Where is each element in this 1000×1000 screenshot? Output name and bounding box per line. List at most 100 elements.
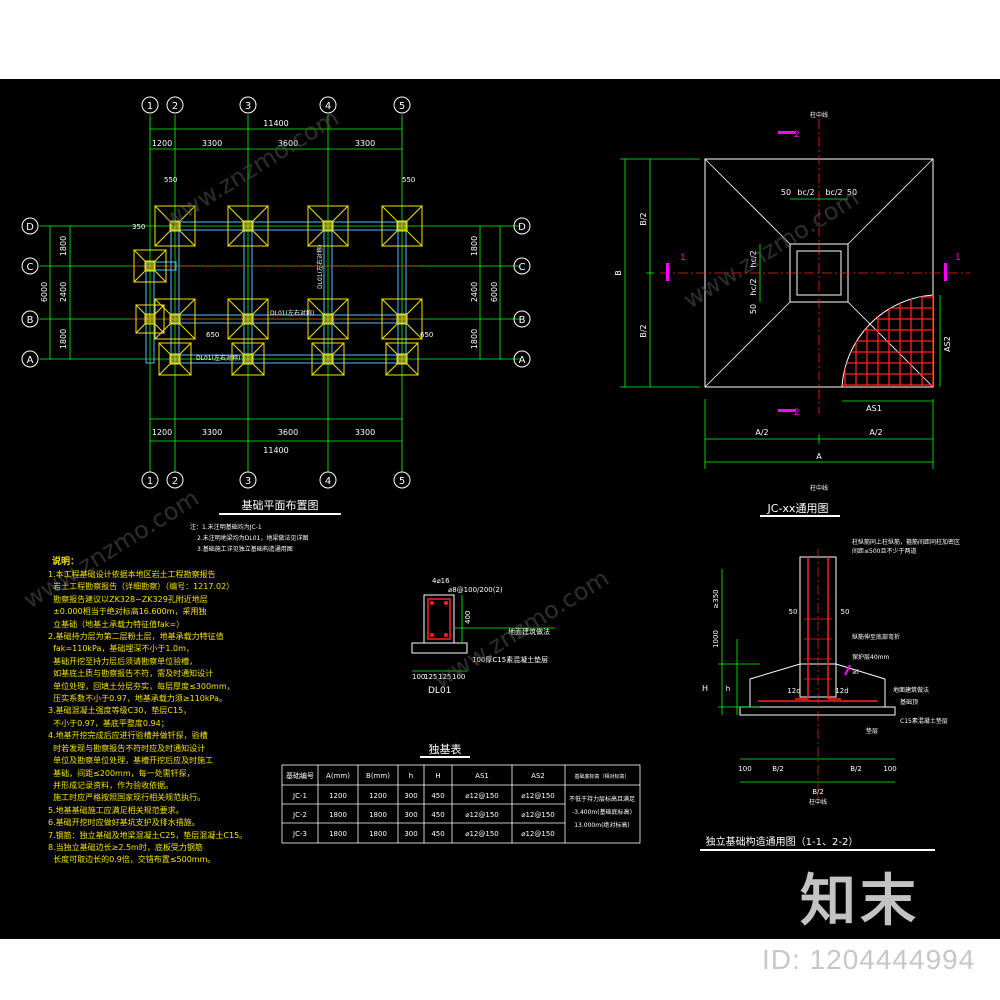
table-cell: 1800 [329,811,347,819]
elev-note: 13.000m(绝对标高) [574,821,630,829]
plan-grid-lines [39,114,521,473]
small-dim: 550 [402,176,415,184]
axis-label-right: A [519,355,526,366]
footing [154,205,196,247]
section-cushion [739,706,896,716]
axis-label-top: 1 [147,101,153,112]
table-cell: 300 [404,830,417,838]
beam-label: DL01(左右对称) [270,309,314,317]
jc-slope-lines [704,158,934,388]
table-header: B(mm) [366,772,390,780]
dim-total-bottom: 11400 [263,446,288,455]
table-cell: ⌀12@150 [465,830,498,838]
dim-right: 1800 [470,236,479,256]
jc-dim-b-half: B/2 [639,212,648,225]
section-detail: ≥350 1000 50 50 H h 12d 12d 100 B/2 B/2 … [700,538,960,851]
footing [307,298,349,340]
footing [133,249,167,283]
dl01-labels: 4⌀16 ⌀8@100/200(2) 400 100厚C15素混凝土垫层 100… [412,577,550,681]
plan-small-dims: 550 550 350 650 650 [132,176,433,339]
table-header: 基础编号 [286,771,314,780]
dim-top: 3300 [202,139,222,148]
jc-as1: AS1 [866,404,882,413]
axis-label-bottom: 5 [399,476,405,487]
plan-dim-lines [49,128,501,442]
plan-beam-labels: DL01(左右对称) DL01(左右对称) DL01(左右对称) [196,245,324,362]
section-accent [844,664,851,676]
jc-dim-50: 50 [781,188,791,197]
jc-labels: A/2 A/2 A B/2 B/2 B bc/2 bc/2 hc/2 hc/2 … [614,111,952,492]
dim-bottom: 3600 [278,428,298,437]
elev-note: -3.400m(基础底标高) [572,808,632,816]
table-header: AS1 [475,772,489,780]
section-mark-1: 1 [680,253,686,263]
footing [158,342,192,376]
table-title: 独基表 [429,742,462,756]
table-header: 基础底标高（相对标高） [574,773,629,780]
footing-table: 独基表 基础编号 A(mm) B(mm) h H AS1 AS2 基础底标高（相… [281,742,641,844]
plan-note: 3.基础施工详见独立基础构造通用图 [197,545,293,553]
section-mark-1: 1 [955,253,961,263]
section-note: 间距≤500且不少于两道 [852,547,916,555]
section-rebar [758,557,878,702]
footing [307,205,349,247]
dl01-detail: 4⌀16 ⌀8@100/200(2) 400 100厚C15素混凝土垫层 100… [411,577,555,696]
table-header: h [409,772,413,780]
table-elev-note: 不低于持力层标高且满足 -3.400m(基础底标高) 13.000m(绝对标高) [569,795,635,829]
section-dim-h: h [726,685,730,693]
section-dim: 100 [883,765,896,773]
table-cell: 450 [431,811,444,819]
small-dim: 350 [132,223,145,231]
plan-axis-labels: 1 2 3 4 5 1 2 3 4 5 D C B A D C B A [26,101,526,487]
dl01-dim: 125 [438,673,451,681]
dl01-dim: 100 [452,673,465,681]
table-cell: ⌀12@150 [521,830,554,838]
footing [135,304,165,334]
jc-centerlines [660,119,970,414]
section-dim: 50 [841,608,850,616]
table-cell: ⌀12@150 [465,792,498,800]
jc-as2: AS2 [943,336,952,352]
section-note: 柱纵筋同上柱纵筋，箍筋间距同柱加密区 [852,538,960,546]
jc-dim-bc: bc/2 [797,188,814,197]
dim-left-total: 6000 [40,282,49,302]
dl01-cushion-note: 100厚C15素混凝土垫层 [472,655,548,664]
dim-left: 2400 [59,282,68,302]
axis-label-right: D [518,222,526,233]
section-labels: ≥350 1000 50 50 H h 12d 12d 100 B/2 B/2 … [702,589,897,806]
dim-top: 3300 [355,139,375,148]
section-dim: 1000 [712,630,720,648]
jc-dim-hc: hc/2 [749,278,758,295]
section-anchor: 12d [835,687,848,695]
table-cell: JC-3 [292,830,307,838]
plan-note: 注：1.未注明基础均为JC-1 [190,523,262,531]
beam-label: DL01(左右对称) [316,245,324,289]
general-notes: 1.本工程基础设计依据本地区岩土工程勘察报告 岩土工程勘察报告（详细勘察）（编号… [48,570,248,865]
plan-notes: 注：1.未注明基础均为JC-1 2.未注明地梁均为DL01，地梁做法见详图 3.… [190,523,308,553]
plan-title: 基础平面布置图 [242,499,319,512]
jc-dim-lines [620,158,941,469]
foundation-plan: 1 2 3 4 5 1 2 3 4 5 D C B A D C B A 1140… [21,96,531,553]
dl01-depth: 400 [464,611,472,624]
section-dim: 100 [738,765,751,773]
section-note: 基础顶 [900,698,918,706]
axis-label-top: 3 [245,101,251,112]
dim-right: 1800 [470,329,479,349]
notes-heading: 说明： [52,557,80,567]
axis-label-bottom: 2 [172,476,178,487]
section-mark-2: 2 [794,130,800,140]
plan-side-dims: 1800 2400 1800 6000 1800 2400 1800 6000 [40,236,499,349]
section-note: 地面建筑做法 [893,686,929,694]
dim-top: 1200 [152,139,172,148]
section-notes: C15素混凝土垫层 基础顶 地面建筑做法 垫层 柱纵筋同上柱纵筋，箍筋间距同柱加… [852,538,960,735]
table-cell: 300 [404,811,417,819]
cad-canvas: 1 2 3 4 5 1 2 3 4 5 D C B A D C B A 1140… [18,96,970,851]
section-note: ≥l [852,669,859,676]
footing [381,298,423,340]
jc-plan: A/2 A/2 A B/2 B/2 B bc/2 bc/2 hc/2 hc/2 … [614,111,970,517]
jc-center-label: 柱中线 [810,484,828,492]
jc-dim-bc: bc/2 [825,188,842,197]
axis-label-left: D [26,222,34,233]
watermark-logo: 知末 [800,869,920,934]
section-note: 纵筋伸至底部弯折 [852,633,900,641]
